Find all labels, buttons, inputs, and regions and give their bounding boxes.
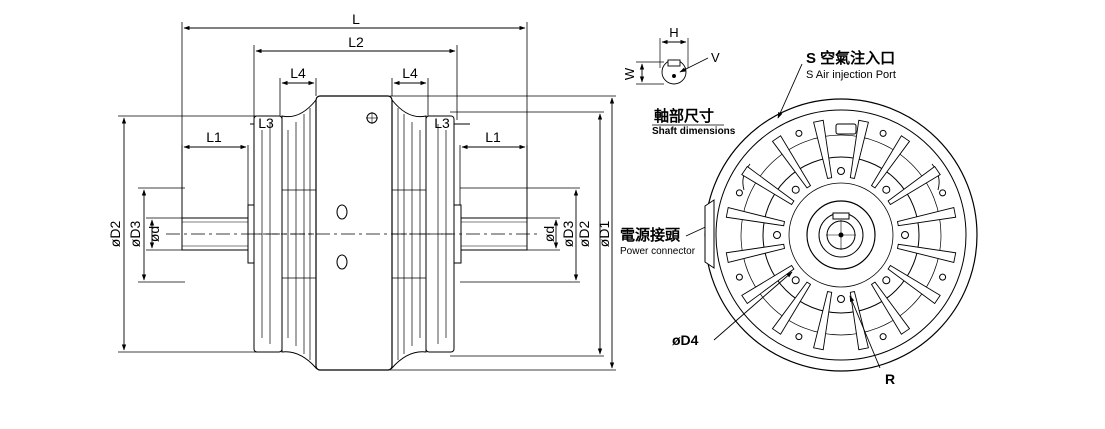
dim-d-right: ød	[541, 226, 557, 242]
fin-slot	[896, 243, 957, 263]
dim-D4: øD4	[672, 332, 699, 348]
bolt-hole	[795, 129, 803, 137]
bolt-hole	[879, 129, 887, 137]
dim-L2: L2	[348, 34, 364, 50]
fin-slot	[870, 135, 911, 189]
dim-D3-left: øD3	[127, 221, 143, 248]
dim-L4-left: L4	[290, 65, 306, 81]
bolt-hole	[837, 167, 845, 175]
fin-slot	[887, 264, 941, 305]
bolt-hole	[901, 231, 909, 239]
bolt-hole	[791, 276, 800, 285]
fin-slot	[887, 165, 941, 206]
bolt-hole	[735, 273, 743, 281]
dim-D2-left: øD2	[107, 221, 123, 248]
air-port-cn: S 空氣注入口	[806, 49, 895, 67]
power-cn: 電源接頭	[620, 226, 681, 244]
extension-lines	[118, 22, 616, 371]
bolt-hole	[735, 189, 743, 197]
shaft-W: W	[622, 67, 637, 80]
dim-L3-left: L3	[258, 115, 274, 131]
power-connector-label: 電源接頭 Power connector	[620, 223, 713, 257]
dim-L1-left: L1	[206, 129, 222, 145]
side-view-labels: L L2 L4 L4 L3 L3 L1 L1 øD2 øD3 ød ød øD3…	[107, 11, 612, 247]
dim-D2-right: øD2	[576, 221, 592, 248]
fin-slot	[813, 119, 833, 180]
bolt-hole	[879, 333, 887, 341]
shaft-detail-labels: H V W 軸部尺寸 Shaft dimensions	[622, 25, 736, 137]
dim-L: L	[352, 11, 360, 27]
bolt-hole	[773, 231, 781, 239]
power-en: Power connector	[620, 246, 696, 257]
fin-slot	[771, 281, 812, 335]
main-housing	[315, 95, 393, 371]
fin-slot	[896, 207, 957, 227]
dimension-lines	[121, 25, 615, 369]
fin-slot	[813, 290, 833, 351]
fin-slot	[741, 165, 795, 206]
bolt-hole	[837, 295, 845, 303]
bolt-hole	[882, 185, 891, 194]
fin-slot	[870, 281, 911, 335]
fin-slot	[741, 264, 795, 305]
dim-L4-right: L4	[402, 65, 418, 81]
front-view-labels: S 空氣注入口 S Air injection Port øD4 R	[672, 49, 896, 387]
shaft-V: V	[711, 50, 720, 65]
fin-slots	[725, 119, 957, 351]
dim-D3-right: øD3	[560, 221, 576, 248]
fin-slot	[725, 207, 786, 227]
dim-d-left: ød	[146, 226, 162, 242]
bolt-hole	[882, 276, 891, 285]
shaft-detail	[636, 38, 709, 85]
front-view	[704, 98, 978, 372]
bolt-holes	[735, 129, 947, 341]
bolt-hole	[939, 189, 947, 197]
fin-slot	[771, 135, 812, 189]
dim-L1-right: L1	[485, 129, 501, 145]
front-view-leaders	[713, 63, 881, 369]
dim-D1: øD1	[596, 221, 612, 248]
fin-slot	[849, 290, 869, 351]
shaft-title-cn: 軸部尺寸	[654, 107, 714, 125]
shaft-title-en: Shaft dimensions	[652, 126, 736, 137]
fin-slot	[725, 243, 786, 263]
bolt-hole	[791, 185, 800, 194]
bolt-hole	[795, 333, 803, 341]
shaft-H: H	[669, 25, 678, 40]
dim-L3-right: L3	[434, 115, 450, 131]
fin-slot	[849, 119, 869, 180]
air-port-en: S Air injection Port	[806, 69, 896, 81]
dim-R: R	[885, 371, 895, 387]
bolt-hole	[939, 273, 947, 281]
side-view	[118, 22, 616, 371]
